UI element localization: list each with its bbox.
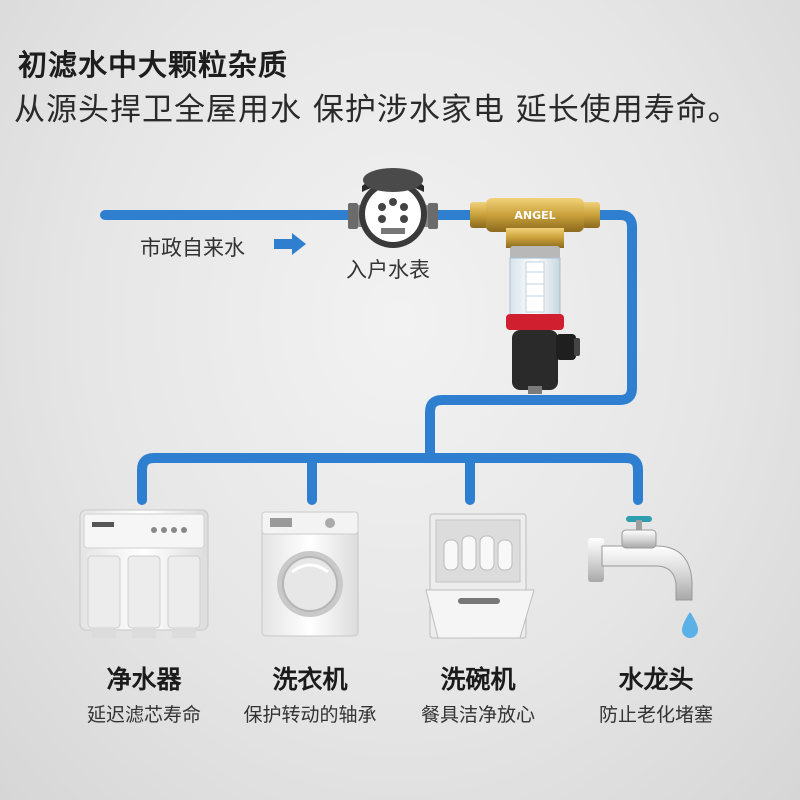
dishwasher-icon xyxy=(425,513,535,639)
headline: 初滤水中大颗粒杂质 xyxy=(18,48,289,82)
appliance-desc-purifier: 延迟滤芯寿命 xyxy=(86,704,201,726)
appliance-name-faucet: 水龙头 xyxy=(618,665,694,694)
filter-outlet-pipe xyxy=(425,210,637,460)
water-purifier-icon xyxy=(79,509,209,638)
distribution-pipe xyxy=(137,453,643,505)
faucet-icon xyxy=(588,516,698,638)
pipe-network xyxy=(100,210,643,505)
appliance-desc-washer: 保护转动的轴承 xyxy=(243,704,377,726)
meter-label: 入户水表 xyxy=(346,258,430,282)
water-meter-icon xyxy=(348,168,438,248)
brand-label: ANGEL xyxy=(514,209,555,222)
appliance-desc-faucet: 防止老化堵塞 xyxy=(598,704,713,726)
pre-filter-icon xyxy=(470,198,600,394)
appliance-name-purifier: 净水器 xyxy=(106,665,182,694)
washing-machine-icon xyxy=(261,511,359,637)
appliance-desc-dishwasher: 餐具洁净放心 xyxy=(420,704,535,726)
flow-arrow-icon xyxy=(274,233,306,255)
source-label: 市政自来水 xyxy=(140,236,245,260)
appliance-name-washer: 洗衣机 xyxy=(272,665,348,694)
subline: 从源头捍卫全屋用水 保护涉水家电 延长使用寿命。 xyxy=(14,92,740,128)
appliance-name-dishwasher: 洗碗机 xyxy=(440,665,516,694)
